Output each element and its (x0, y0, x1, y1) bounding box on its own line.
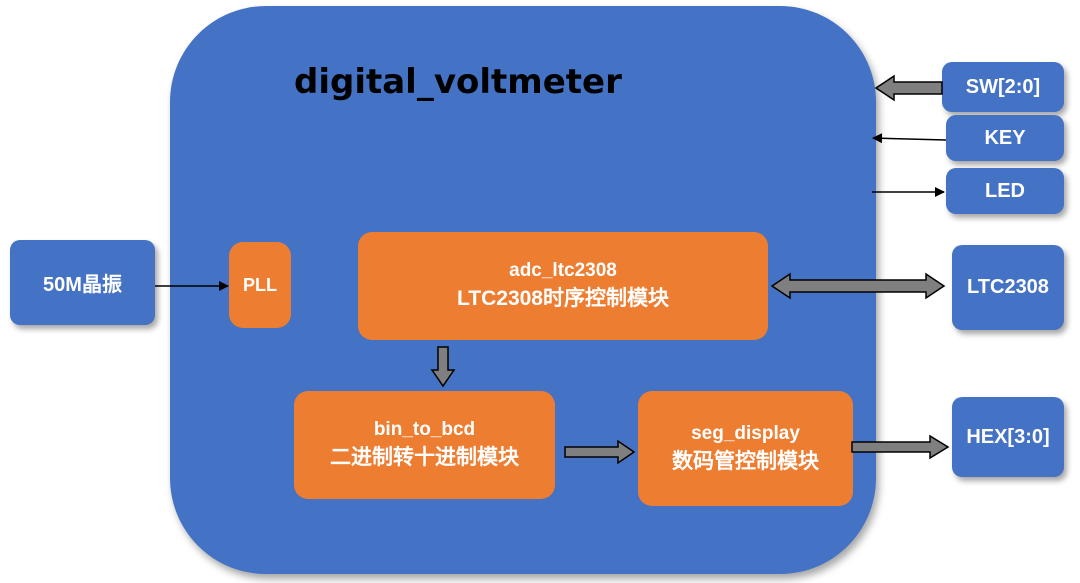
seg-to-hex-arrow (851, 434, 950, 460)
seg-module-desc: 数码管控制模块 (672, 449, 819, 473)
adc-ltc2308-bidirectional-arrow (770, 272, 946, 300)
adc-ltc2308-module: adc_ltc2308 LTC2308时序控制模块 (358, 232, 768, 340)
bin-module-name: bin_to_bcd (373, 419, 476, 440)
key-input-label: KEY (984, 126, 1026, 149)
sw-input-label: SW[2:0] (965, 75, 1041, 98)
adc-module-desc: LTC2308时序控制模块 (457, 287, 669, 310)
key-input-arrow (872, 133, 947, 144)
seg-display-module: seg_display 数码管控制模块 (638, 391, 853, 506)
bin-to-bcd-module: bin_to_bcd 二进制转十进制模块 (294, 391, 555, 499)
led-output-box: LED (946, 168, 1064, 214)
led-output-label: LED (985, 179, 1025, 202)
bin-module-desc: 二进制转十进制模块 (330, 446, 519, 469)
clock-source-label: 50M晶振 (43, 274, 122, 296)
bin-to-seg-arrow (564, 439, 636, 465)
ltc2308-chip-box: LTC2308 (952, 245, 1064, 330)
ltc2308-chip-label: LTC2308 (967, 276, 1049, 298)
pll-module-label: PLL (243, 274, 277, 295)
adc-to-bin-arrow (430, 346, 456, 388)
hex-output-label: HEX[3:0] (966, 425, 1050, 448)
sw-input-box: SW[2:0] (942, 62, 1064, 112)
clock-source-box: 50M晶振 (10, 240, 155, 325)
diagram-title: digital_voltmeter (294, 62, 622, 102)
pll-module: PLL (229, 242, 291, 328)
key-input-box: KEY (946, 115, 1064, 161)
seg-module-name: seg_display (691, 422, 800, 444)
sw-input-arrow (874, 74, 943, 102)
adc-module-name: adc_ltc2308 (509, 260, 617, 281)
hex-output-box: HEX[3:0] (952, 397, 1064, 477)
